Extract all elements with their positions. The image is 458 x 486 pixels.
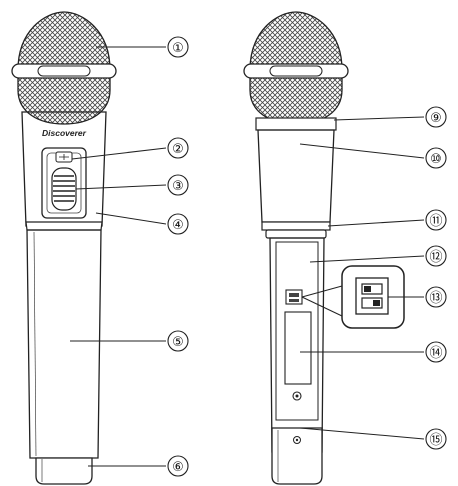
- callout-5: ⑤: [167, 330, 189, 352]
- callout-9: ⑨: [425, 106, 447, 128]
- switch-magnified-inset: [301, 265, 405, 329]
- svg-text:③: ③: [172, 179, 184, 194]
- callout-4: ④: [167, 213, 189, 235]
- svg-text:⑫: ⑫: [429, 250, 442, 265]
- callout-1: ①: [167, 36, 189, 58]
- callout-labels: ① ② ③ ④ ⑤ ⑥ ⑨ ⑩ ⑪ ⑫ ⑬ ⑭ ⑮: [167, 36, 447, 477]
- svg-text:⑮: ⑮: [429, 433, 442, 448]
- led-indicator: [55, 151, 73, 163]
- back-grille-ring: [243, 63, 349, 79]
- callout-14: ⑭: [425, 341, 447, 363]
- battery-compartment: [275, 241, 319, 421]
- svg-text:⑭: ⑭: [429, 346, 442, 361]
- screw-icon: [292, 391, 302, 401]
- svg-text:⑪: ⑪: [429, 214, 442, 229]
- front-microphone: Discoverer: [11, 11, 117, 485]
- callout-10: ⑩: [425, 147, 447, 169]
- callout-3: ③: [167, 174, 189, 196]
- callout-15: ⑮: [425, 428, 447, 450]
- back-bottom-cap: [271, 427, 323, 485]
- bottom-screw-icon: [293, 436, 301, 444]
- power-switch[interactable]: [51, 167, 77, 211]
- callout-13: ⑬: [425, 286, 447, 308]
- svg-text:⑥: ⑥: [172, 460, 184, 475]
- svg-text:⑨: ⑨: [430, 111, 442, 126]
- callout-6: ⑥: [167, 455, 189, 477]
- callout-11: ⑪: [425, 209, 447, 231]
- callout-leaders: [70, 46, 425, 467]
- front-bottom-cap: [35, 457, 93, 485]
- callout-12: ⑫: [425, 245, 447, 267]
- svg-text:⑬: ⑬: [429, 291, 442, 306]
- label-plate: [284, 311, 312, 385]
- svg-text:⑩: ⑩: [430, 152, 442, 167]
- back-collar: [261, 221, 331, 231]
- brand-logo: Discoverer: [42, 128, 87, 138]
- back-sleeve: [257, 129, 335, 223]
- front-collar: [25, 221, 103, 231]
- svg-text:④: ④: [172, 218, 184, 233]
- svg-text:①: ①: [172, 41, 184, 56]
- grille-base-ring: [255, 117, 337, 131]
- back-microphone: [243, 11, 405, 485]
- front-grille-ring: [11, 63, 117, 79]
- svg-text:②: ②: [172, 142, 184, 157]
- front-handle: [26, 229, 102, 459]
- svg-text:⑤: ⑤: [172, 335, 184, 350]
- callout-2: ②: [167, 137, 189, 159]
- channel-switch[interactable]: [285, 289, 303, 305]
